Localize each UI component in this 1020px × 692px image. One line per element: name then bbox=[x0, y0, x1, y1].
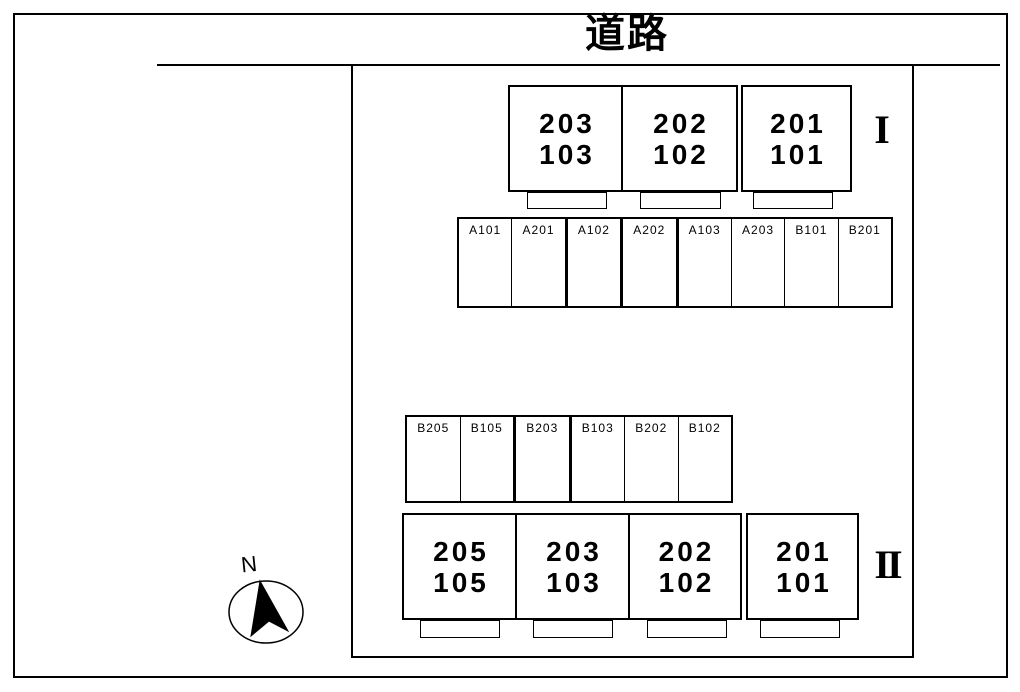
unit-number-upper: 202 bbox=[658, 535, 715, 567]
entrance-porch bbox=[760, 620, 840, 638]
parking-space-b201: B201 bbox=[837, 219, 891, 306]
entrance-porch bbox=[647, 620, 727, 638]
parking-space-a101: A101 bbox=[469, 223, 502, 237]
parking-space-a203: A203 bbox=[730, 219, 784, 306]
road-label: 道路 bbox=[585, 12, 669, 56]
unit-number-lower: 101 bbox=[770, 138, 826, 170]
building-2-unit-202-102: 202 102 bbox=[628, 513, 742, 620]
parking-space-b101: B101 bbox=[784, 219, 837, 306]
unit-number-lower: 103 bbox=[539, 138, 595, 170]
unit-number-upper: 205 bbox=[433, 535, 489, 567]
parking-space-b203: B203 bbox=[513, 417, 569, 501]
unit-number-lower: 103 bbox=[546, 566, 602, 598]
entrance-porch bbox=[533, 620, 613, 638]
building-2-unit-205-105: 205 105 bbox=[402, 513, 517, 620]
unit-number-lower: 101 bbox=[776, 566, 832, 598]
parking-space-a102: A102 bbox=[564, 219, 620, 306]
parcel-left-boundary bbox=[351, 64, 353, 658]
parking-row-b: B205 B105 B203 B103 B202 B102 bbox=[405, 415, 733, 503]
building-1-unit-201-101: 201 101 bbox=[741, 85, 852, 192]
parking-space-b105: B105 bbox=[459, 417, 514, 501]
building-2-unit-201-101: 201 101 bbox=[746, 513, 859, 620]
building-2-label: II bbox=[874, 542, 902, 587]
building-1-unit-203-103: 203 103 bbox=[508, 85, 623, 192]
unit-number-lower: 102 bbox=[658, 566, 715, 598]
parcel-right-boundary bbox=[912, 64, 914, 658]
unit-number-upper: 202 bbox=[653, 107, 709, 139]
building-1-label: I bbox=[874, 107, 890, 152]
road-boundary-line bbox=[157, 64, 1000, 66]
parking-space-b103: B103 bbox=[568, 417, 625, 501]
unit-number-lower: 105 bbox=[433, 566, 489, 598]
building-1-unit-202-102: 202 102 bbox=[621, 85, 738, 192]
building-2-unit-203-103: 203 103 bbox=[515, 513, 630, 620]
outer-border bbox=[13, 13, 1008, 678]
north-arrow-icon bbox=[228, 579, 304, 644]
unit-number-upper: 201 bbox=[776, 535, 832, 567]
entrance-porch bbox=[640, 192, 721, 209]
parking-space-a103: A103 bbox=[675, 219, 731, 306]
entrance-porch bbox=[527, 192, 607, 209]
compass-north-label: N bbox=[239, 550, 259, 578]
unit-number-lower: 102 bbox=[653, 138, 709, 170]
entrance-porch bbox=[420, 620, 500, 638]
parking-space-b102: B102 bbox=[677, 417, 732, 501]
parking-space-a201: A201 bbox=[511, 219, 564, 306]
unit-number-upper: 201 bbox=[770, 107, 826, 139]
entrance-porch bbox=[753, 192, 833, 209]
parking-space-b202: B202 bbox=[624, 417, 678, 501]
parking-space-a202: A202 bbox=[620, 219, 675, 306]
unit-number-upper: 203 bbox=[546, 535, 602, 567]
parking-row-a: A101 A201 A102 A202 A103 A203 B101 B201 bbox=[457, 217, 893, 308]
parking-space-b205: B205 bbox=[417, 421, 450, 435]
parcel-bottom-boundary bbox=[351, 656, 914, 658]
unit-number-upper: 203 bbox=[539, 107, 595, 139]
